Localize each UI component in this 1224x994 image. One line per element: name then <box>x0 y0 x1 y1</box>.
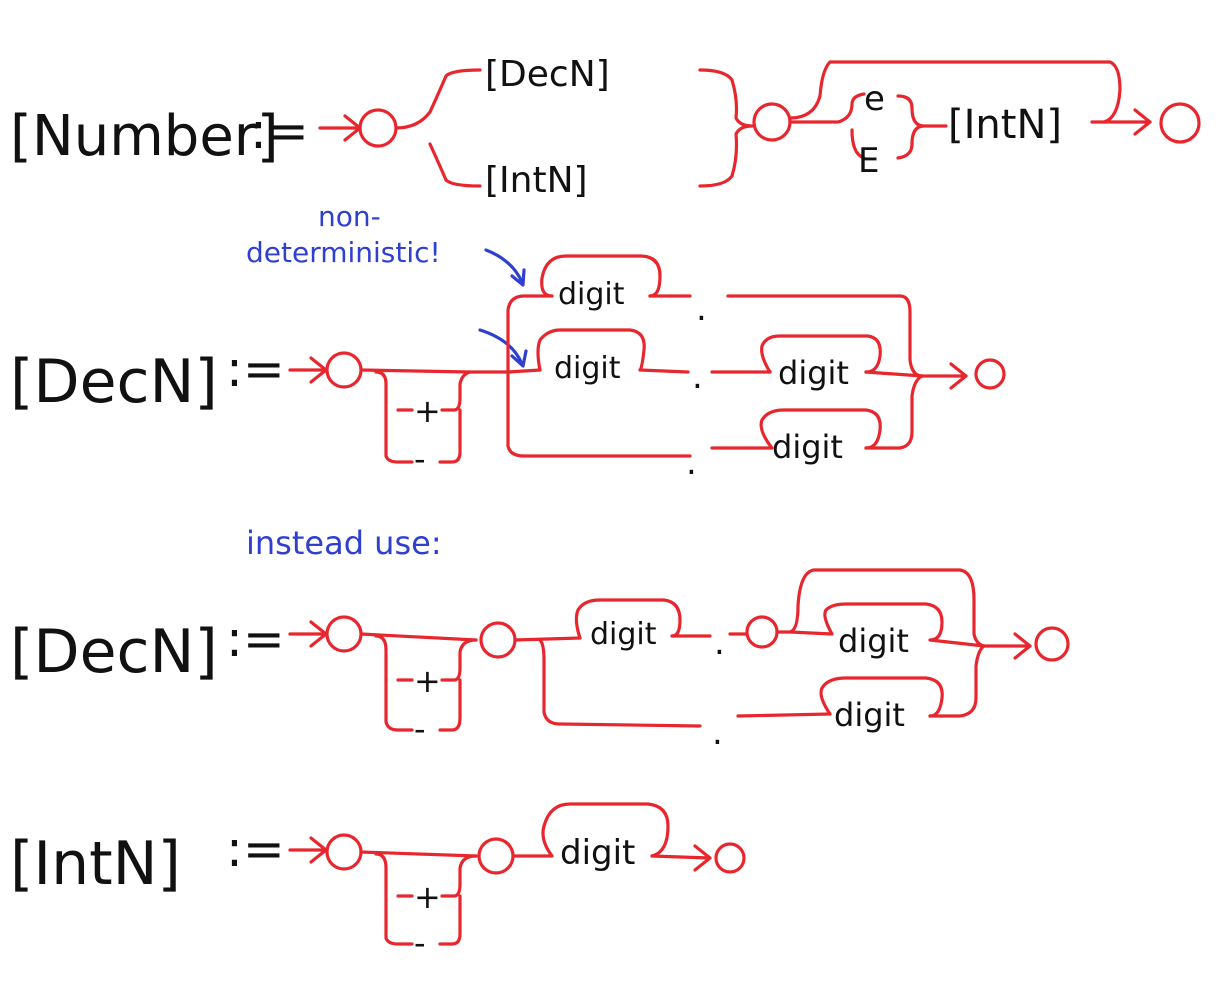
decn-good-sign-box <box>374 634 478 732</box>
decn-bad-lhs: [DecN] <box>10 347 218 417</box>
decn-bad-path-2 <box>506 368 924 378</box>
decn-bad-dot-3: . <box>686 443 697 483</box>
number-decn-reference: [DecN] <box>485 54 610 95</box>
decn-good-digit-2: digit <box>838 622 909 660</box>
decn-bad-plus: + <box>414 392 441 430</box>
decn-bad-end-node <box>974 358 1006 390</box>
decn-good-sign-join-node <box>479 621 517 659</box>
number-end-node <box>1159 102 1201 144</box>
decn-good-plus: + <box>414 662 441 700</box>
decn-bad-dot-2: . <box>692 357 703 397</box>
decn-good-branch-split <box>513 636 702 728</box>
decn-corrected-rule: [DecN] := + - digit . digit . digit <box>10 568 1070 753</box>
number-exponent-intn-reference: [IntN] <box>948 102 1062 148</box>
decn-good-end-node <box>1034 626 1070 662</box>
number-rule-rails <box>318 60 1201 188</box>
number-exp-brace <box>788 92 948 160</box>
number-rule-lhs: [Number] <box>10 104 279 169</box>
intn-lhs: [IntN] <box>10 829 181 899</box>
decn-bad-digit-2-loop <box>536 328 646 372</box>
decn-good-dot-2: . <box>712 713 723 753</box>
number-rule: [Number] := [DecN] [IntN] e E [IntN] <box>10 54 1201 201</box>
decn-bad-dot-1: . <box>696 289 707 329</box>
decn-bad-digit-4: digit <box>772 428 843 466</box>
decn-good-digit-3-loop <box>819 676 944 718</box>
decn-bad-sign-bypass <box>359 368 510 374</box>
decn-good-rails <box>288 568 1070 732</box>
decn-good-sign-bypass <box>359 632 478 642</box>
decn-good-path-2 <box>736 644 986 718</box>
number-choice-right-brace <box>698 68 754 188</box>
decn-good-minus: - <box>414 710 426 748</box>
decn-bad-digit-3-loop <box>760 334 882 374</box>
intn-exit-arrow <box>650 844 712 872</box>
decn-bad-defines: := <box>226 340 285 398</box>
decn-nondeterministic-rule: [DecN] := non- deterministic! + - digit … <box>10 200 1006 483</box>
nondeterministic-note-line-2: deterministic! <box>246 236 441 269</box>
intn-start-node <box>325 833 363 871</box>
decn-good-fraction-node <box>745 615 779 649</box>
decn-good-digit-2-loop <box>788 602 986 648</box>
intn-plus: + <box>414 878 441 916</box>
decn-good-path-1 <box>670 632 748 638</box>
decn-good-optional-digit-skip <box>775 568 986 648</box>
decn-bad-path-3 <box>710 374 924 450</box>
decn-good-exit-arrow <box>982 632 1032 660</box>
decn-bad-digit-1: digit <box>558 277 625 312</box>
intn-rule: [IntN] := + - digit <box>10 802 746 962</box>
decn-bad-branch-split <box>506 294 692 458</box>
decn-bad-entry-arrow <box>288 356 328 384</box>
decn-good-entry-arrow <box>288 620 328 648</box>
intn-digit-loop <box>511 802 670 858</box>
exponent-uppercase-e: E <box>858 141 879 181</box>
number-start-node <box>358 108 398 148</box>
intn-digit: digit <box>560 833 635 873</box>
exponent-lowercase-e: e <box>864 79 885 119</box>
decn-bad-digit-4-loop <box>759 408 882 450</box>
number-rule-defines: := <box>250 102 309 160</box>
decn-bad-exit-arrow <box>920 362 968 390</box>
nondeterministic-arrow-lower <box>478 328 528 368</box>
decn-bad-minus: - <box>414 440 426 478</box>
number-choice-left-brace <box>394 68 482 188</box>
number-intn-reference: [IntN] <box>485 160 588 201</box>
intn-entry-arrow <box>288 836 328 864</box>
decn-bad-digit-1-loop <box>540 254 662 298</box>
decn-bad-digit-3: digit <box>778 354 849 392</box>
nondeterministic-arrow-upper <box>484 248 526 287</box>
decn-good-lhs: [DecN] <box>10 617 218 687</box>
decn-bad-rails <box>288 254 1006 464</box>
decn-bad-sign-box <box>374 370 472 464</box>
decn-bad-start-node <box>325 351 363 389</box>
decn-good-start-node <box>325 615 363 653</box>
intn-sign-bypass <box>359 850 478 858</box>
intn-sign-box <box>374 852 478 946</box>
decn-good-digit-1-loop <box>574 598 682 640</box>
nondeterministic-note-line-1: non- <box>318 200 381 233</box>
intn-rails <box>288 802 746 946</box>
decn-good-digit-1: digit <box>590 617 657 652</box>
number-exp-skip-loop <box>788 60 1122 124</box>
intn-defines: := <box>226 820 285 878</box>
intn-end-node <box>714 842 746 874</box>
intn-digit-node <box>477 837 515 875</box>
decn-bad-digit-2: digit <box>554 351 621 386</box>
instead-use-label: instead use: <box>246 524 442 562</box>
intn-minus: - <box>414 924 426 962</box>
number-exit-arrow <box>1090 108 1152 136</box>
decn-good-dot-1: . <box>714 623 725 663</box>
decn-good-defines: := <box>226 610 285 668</box>
number-entry-arrow <box>318 114 362 142</box>
number-mid-node <box>752 102 792 142</box>
decn-good-digit-3: digit <box>834 696 905 734</box>
